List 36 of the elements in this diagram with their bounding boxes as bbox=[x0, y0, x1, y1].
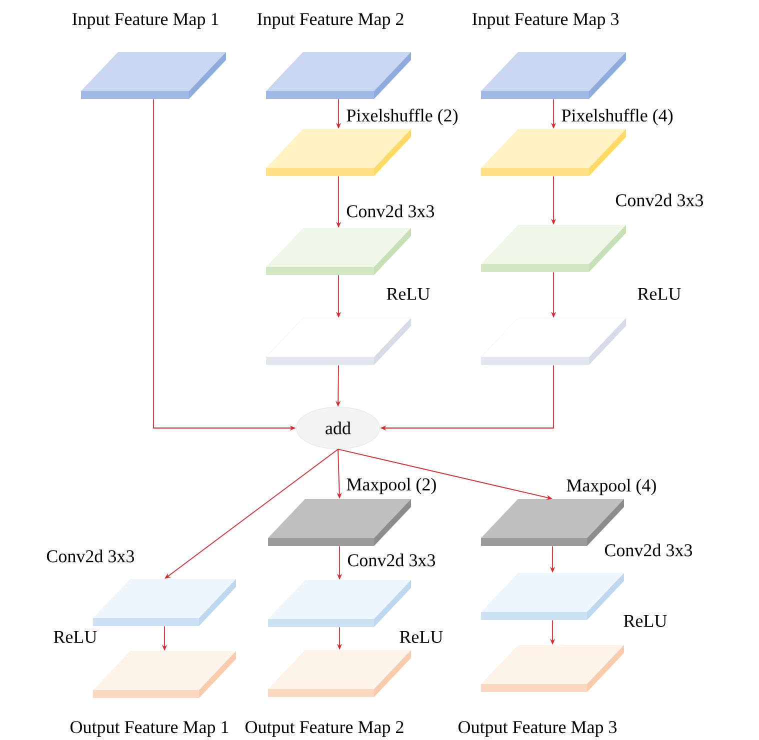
layer-slab bbox=[481, 129, 626, 176]
feature-map-slab: Input Feature Map 3 bbox=[472, 13, 626, 99]
feature-map-slab: Output Feature Map 2 bbox=[246, 650, 411, 737]
feature-map-slab: Input Feature Map 2 bbox=[257, 13, 411, 99]
edge-label: Maxpool (2) bbox=[346, 478, 436, 494]
layer-slab bbox=[266, 228, 411, 275]
node-label: Input Feature Map 3 bbox=[472, 13, 619, 29]
edge-label: ReLU bbox=[624, 615, 667, 627]
edge-label: Maxpool (4) bbox=[566, 478, 656, 496]
edge-label: Pixelshuffle (4) bbox=[562, 108, 673, 126]
edge-label: ReLU bbox=[386, 288, 430, 300]
layer-slab bbox=[268, 499, 411, 546]
layer-slab bbox=[481, 225, 626, 272]
edge-label: Conv2d 3x3 bbox=[46, 550, 134, 562]
node-label: Input Feature Map 2 bbox=[257, 13, 404, 29]
edge-label: Conv2d 3x3 bbox=[604, 544, 692, 556]
node-label: Output Feature Map 3 bbox=[458, 721, 617, 737]
layer-slab bbox=[268, 580, 411, 627]
feature-map-slab: Output Feature Map 3 bbox=[458, 645, 624, 737]
node-label: Output Feature Map 2 bbox=[246, 721, 404, 737]
edge-label: Conv2d 3x3 bbox=[346, 204, 434, 218]
edge-label: Conv2d 3x3 bbox=[616, 194, 703, 206]
edge-label: ReLU bbox=[400, 631, 443, 643]
feature-map-slab: Output Feature Map 1 bbox=[70, 651, 236, 737]
layer-slab bbox=[480, 318, 626, 365]
edge-label: ReLU bbox=[638, 288, 681, 300]
edge-label: Pixelshuffle (2) bbox=[346, 108, 458, 126]
layer-slab bbox=[93, 579, 236, 626]
node-label: Input Feature Map 1 bbox=[72, 13, 218, 29]
feature-map-slab: Input Feature Map 1 bbox=[72, 13, 226, 99]
edge-label: Conv2d 3x3 bbox=[348, 554, 435, 566]
layer-slab bbox=[266, 129, 411, 176]
node-label: Output Feature Map 1 bbox=[70, 721, 228, 737]
edge-label: ReLU bbox=[54, 631, 97, 643]
layer-slab bbox=[481, 573, 624, 620]
layer-slab bbox=[266, 318, 412, 365]
